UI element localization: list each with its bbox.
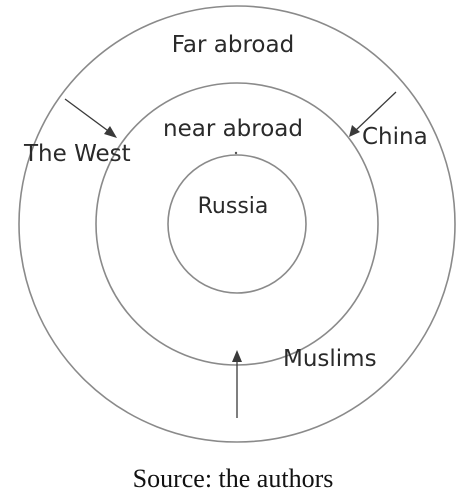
- source-caption: Source: the authors: [133, 464, 334, 493]
- the-west-arrow: [64, 98, 117, 138]
- china-label: China: [362, 124, 428, 150]
- near-abroad-label: near abroad: [163, 116, 303, 142]
- muslims-label: Muslims: [283, 346, 377, 372]
- the-west-label: The West: [23, 141, 131, 167]
- muslims-arrow: [232, 350, 242, 418]
- center-dot: [234, 151, 238, 155]
- far-abroad-ring: [18, 5, 456, 443]
- russia-label: Russia: [198, 194, 269, 219]
- far-abroad-label: Far abroad: [172, 32, 294, 58]
- china-arrow: [349, 91, 397, 137]
- russia-ring: [167, 154, 307, 294]
